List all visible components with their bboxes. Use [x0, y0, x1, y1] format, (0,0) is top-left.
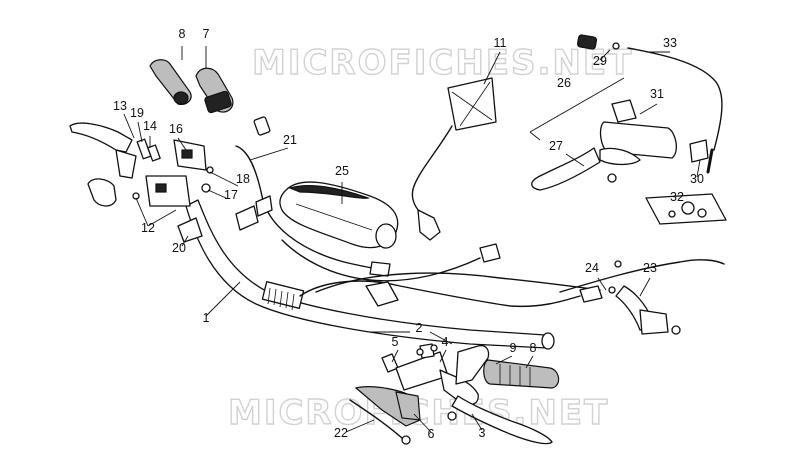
- mirror-part: [411, 77, 497, 241]
- handlebar-part: [185, 199, 555, 350]
- callout-33: 33: [663, 36, 677, 50]
- watermark-top: MICROFICHES.NET: [252, 43, 633, 83]
- right-brake-lever-part: [447, 395, 553, 445]
- leader-lines: [123, 46, 701, 433]
- gasket-sheet-part: [645, 193, 727, 225]
- switch-wire-part: [281, 239, 501, 282]
- callout-21: 21: [283, 133, 297, 147]
- right-grip-part: [455, 344, 560, 389]
- callout-19: 19: [130, 106, 144, 120]
- callout-29: 29: [593, 54, 607, 68]
- callout-18: 18: [236, 172, 250, 186]
- callout-4: 4: [442, 335, 449, 349]
- callout-32: 32: [670, 190, 684, 204]
- clutch-lever-part: [559, 259, 725, 335]
- callout-27: 27: [549, 139, 563, 153]
- callout-22: 22: [334, 426, 348, 440]
- callout-16: 16: [169, 122, 183, 136]
- callout-8: 8: [179, 27, 186, 41]
- callout-23: 23: [643, 261, 657, 275]
- callout-31: 31: [650, 87, 664, 101]
- left-lever-assembly: [69, 122, 214, 243]
- throttle-cable-part: [299, 272, 601, 308]
- callout-25: 25: [335, 164, 349, 178]
- callout-2: 2: [416, 321, 423, 335]
- callout-6: 6: [428, 427, 435, 441]
- handlebar-pad-part: [279, 181, 399, 249]
- callout-7: 7: [203, 27, 210, 41]
- master-cylinder-assembly: [529, 34, 723, 191]
- callout-1: 1: [203, 311, 210, 325]
- callout-24: 24: [585, 261, 599, 275]
- callout-8: 8: [530, 341, 537, 355]
- callout-17: 17: [224, 188, 238, 202]
- callout-12: 12: [141, 221, 155, 235]
- callout-11: 11: [494, 36, 507, 50]
- callout-9: 9: [510, 341, 517, 355]
- callout-20: 20: [172, 241, 186, 255]
- callout-13: 13: [113, 99, 127, 113]
- left-cable-part: [235, 145, 391, 277]
- callout-14: 14: [143, 119, 157, 133]
- callout-30: 30: [690, 172, 704, 186]
- callout-5: 5: [392, 335, 399, 349]
- left-grip-part: [149, 59, 271, 136]
- callout-26: 26: [557, 76, 571, 90]
- callout-3: 3: [479, 426, 486, 440]
- right-clamp-assembly: [381, 343, 479, 406]
